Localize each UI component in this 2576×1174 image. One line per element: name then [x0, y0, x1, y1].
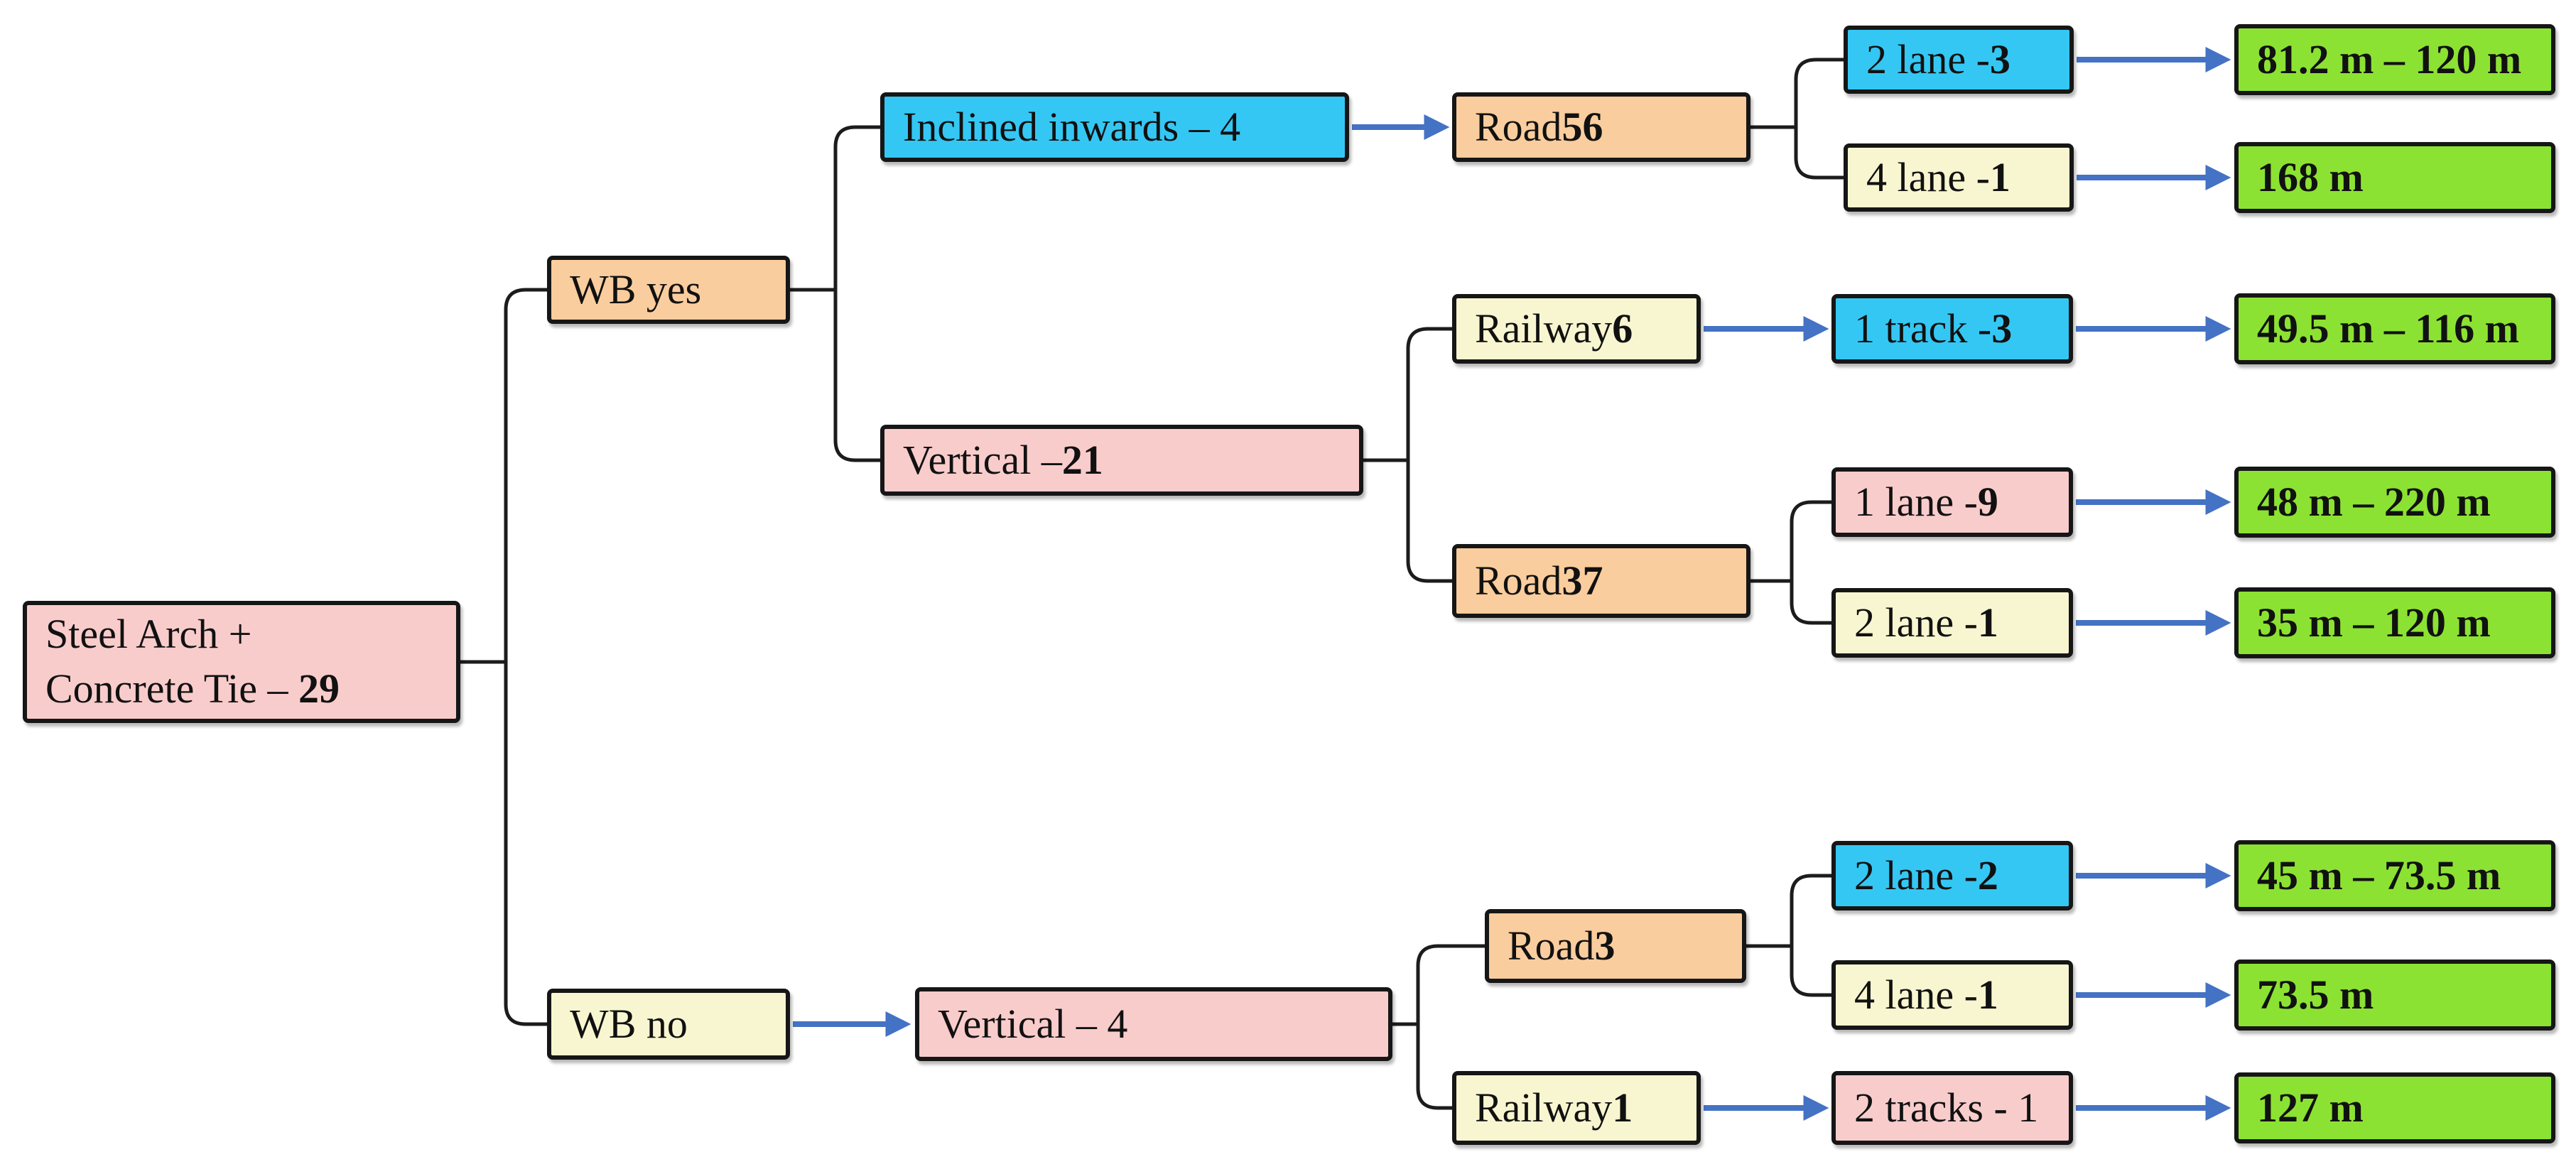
node-label: 4 lane - [1866, 154, 1990, 201]
node-label: 2 tracks - 1 [1854, 1085, 2039, 1131]
node-label: 2 lane - [1854, 852, 1978, 899]
node-vertical-4: Vertical – 4 [915, 987, 1392, 1061]
node-wb-yes: WB yes [547, 256, 790, 324]
node-vertical-21: Vertical – 21 [880, 425, 1363, 496]
node-label: Vertical – [903, 437, 1062, 484]
node-railway-1: Railway 1 [1452, 1071, 1701, 1145]
node-label: Inclined inwards – 4 [903, 104, 1241, 151]
node-label: 4 lane - [1854, 972, 1978, 1018]
node-label: 2 lane - [1866, 36, 1990, 83]
node-road-3: Road 3 [1485, 909, 1746, 983]
node-1-lane-9: 1 lane - 9 [1831, 467, 2073, 537]
node-label: 1 lane - [1854, 479, 1978, 526]
node-label: Road [1475, 558, 1562, 604]
node-label: 1 track - [1854, 305, 1992, 352]
node-label: Railway [1475, 305, 1613, 352]
node-label: Vertical – 4 [938, 1001, 1128, 1048]
node-2-tracks-1: 2 tracks - 1 [1831, 1071, 2073, 1145]
node-label: Road [1508, 923, 1595, 969]
node-span-81-120: 81.2 m – 120 m [2234, 24, 2555, 95]
node-wb-no: WB no [547, 989, 790, 1060]
node-steel-arch-root: Steel Arch + Concrete Tie – 29 [23, 601, 460, 723]
node-span-35-120: 35 m – 120 m [2234, 587, 2555, 658]
node-label: WB yes [570, 266, 702, 313]
node-1-track-3: 1 track - 3 [1831, 294, 2073, 364]
node-label: Railway [1475, 1085, 1613, 1131]
node-span-45-73: 45 m – 73.5 m [2234, 840, 2555, 911]
arrow-connectors [793, 47, 2231, 1121]
node-span-73: 73.5 m [2234, 960, 2555, 1031]
node-label-line2: Concrete Tie – 29 [45, 665, 340, 712]
node-road-37: Road 37 [1452, 544, 1750, 618]
node-label: WB no [570, 1001, 688, 1048]
node-2-lane-3: 2 lane - 3 [1844, 26, 2074, 94]
node-2-lane-2: 2 lane - 2 [1831, 841, 2073, 911]
bracket-connectors [458, 58, 1846, 1110]
node-railway-6: Railway 6 [1452, 294, 1701, 364]
node-4-lane-1-bottom: 4 lane - 1 [1831, 960, 2073, 1030]
node-label-line1: Steel Arch + [45, 611, 252, 658]
node-road-56: Road 56 [1452, 92, 1750, 162]
node-4-lane-1-top: 4 lane - 1 [1844, 143, 2074, 212]
node-label: Road [1475, 104, 1562, 151]
node-span-168: 168 m [2234, 142, 2555, 213]
node-span-127: 127 m [2234, 1072, 2555, 1143]
node-inclined-inwards: Inclined inwards – 4 [880, 92, 1349, 162]
node-2-lane-1: 2 lane - 1 [1831, 588, 2073, 658]
node-label: 2 lane - [1854, 599, 1978, 646]
node-span-49-116: 49.5 m – 116 m [2234, 293, 2555, 364]
node-span-48-220: 48 m – 220 m [2234, 467, 2555, 538]
